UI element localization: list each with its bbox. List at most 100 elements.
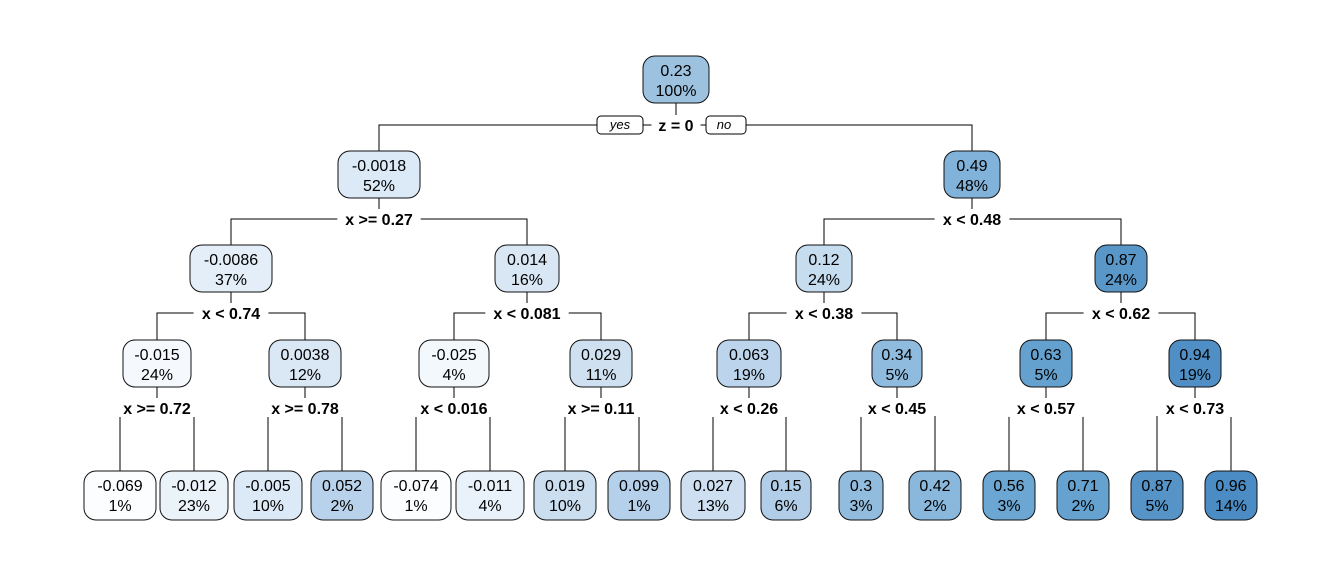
node-box (908, 470, 962, 521)
edge-branch (415, 416, 491, 471)
split-label-bg (337, 209, 421, 228)
split-label: z = 0 (658, 118, 693, 135)
node-percent: 2% (1071, 498, 1094, 515)
yes-label: yes (609, 117, 631, 132)
split-label-bg (651, 115, 701, 134)
node-percent: 48% (956, 178, 988, 195)
node-box (310, 470, 374, 521)
leaf-node: 0.099 1% (607, 470, 671, 521)
node-box (533, 470, 597, 521)
split-label-bg (485, 303, 569, 322)
split-label-bg (412, 398, 496, 417)
node-box (83, 470, 157, 521)
split-label: x >= 0.11 (568, 401, 635, 418)
node-box (189, 244, 273, 293)
node-value: 0.63 (1030, 347, 1061, 364)
tree-node: 0.345% (871, 339, 923, 388)
node-percent: 1% (404, 498, 427, 515)
node-box (838, 470, 884, 521)
node-box (233, 470, 303, 521)
edge-branch (1156, 416, 1232, 471)
tree-node: 0.0038 12% (268, 339, 342, 388)
leaf-node: 0.875% (1130, 470, 1184, 521)
tree-node: 0.94 19% (1168, 339, 1222, 388)
edge-branch (1008, 416, 1084, 471)
node-percent: 14% (1215, 498, 1247, 515)
leaf-node: -0.074 1% (380, 470, 452, 521)
split-label: x < 0.081 (493, 306, 560, 323)
node-box (943, 150, 1001, 199)
node-value: 0.94 (1179, 347, 1210, 364)
tree-node: 0.87 24% (1094, 244, 1148, 293)
node-percent: 52% (363, 178, 395, 195)
split-label: x >= 0.78 (271, 401, 339, 418)
node-box (795, 244, 853, 293)
node-value: 0.12 (808, 252, 839, 269)
leaf-node: 0.33% (838, 470, 884, 521)
split-label-bg (711, 398, 787, 417)
split-label-bg (1157, 398, 1233, 417)
node-value: 0.42 (919, 478, 950, 495)
node-box (159, 470, 229, 521)
split-label: x < 0.38 (795, 306, 853, 323)
node-value: -0.012 (171, 478, 216, 495)
node-box (642, 55, 710, 104)
split-label-bg (859, 398, 935, 417)
node-value: 0.71 (1067, 478, 1098, 495)
node-value: 0.87 (1141, 478, 1172, 495)
node-value: 0.23 (660, 63, 691, 80)
node-value: 0.34 (881, 347, 912, 364)
split-label: x < 0.26 (720, 401, 778, 418)
edge-branch (564, 416, 640, 471)
node-percent: 24% (1105, 272, 1137, 289)
node-percent: 6% (774, 498, 797, 515)
node-percent: 19% (1179, 367, 1211, 384)
split-label: x < 0.45 (868, 401, 926, 418)
split-label: x < 0.48 (943, 212, 1001, 229)
node-value: 0.56 (993, 478, 1024, 495)
split-label: x < 0.016 (420, 401, 487, 418)
node-value: 0.0038 (281, 347, 330, 364)
edge-branch (860, 416, 936, 471)
node-value: 0.87 (1105, 252, 1136, 269)
tree-nodes: 0.23100%-0.001852%0.4948%-0.008637%0.014… (83, 55, 1258, 521)
yes-tag (596, 115, 644, 135)
node-value: 0.15 (770, 478, 801, 495)
node-value: -0.069 (97, 478, 142, 495)
node-value: 0.96 (1215, 478, 1246, 495)
node-box (494, 244, 560, 293)
split-label-bg (934, 209, 1010, 228)
node-value: 0.063 (729, 347, 769, 364)
node-box (268, 339, 342, 388)
split-label-bg (786, 303, 862, 322)
node-percent: 4% (442, 367, 465, 384)
split-label-bg (1083, 303, 1159, 322)
node-percent: 100% (656, 83, 697, 100)
tree-node: 0.635% (1019, 339, 1073, 388)
node-box (1204, 470, 1258, 521)
node-percent: 37% (215, 272, 247, 289)
node-percent: 12% (289, 367, 321, 384)
edge-branch (712, 416, 787, 471)
node-percent: 10% (549, 498, 581, 515)
node-value: -0.074 (393, 478, 438, 495)
node-percent: 3% (997, 498, 1020, 515)
node-box (1168, 339, 1222, 388)
node-percent: 1% (627, 498, 650, 515)
split-label: x < 0.62 (1092, 306, 1150, 323)
node-box (1130, 470, 1184, 521)
node-box (1019, 339, 1073, 388)
node-value: 0.3 (850, 478, 872, 495)
node-box (680, 470, 746, 521)
node-value: 0.099 (619, 478, 659, 495)
node-value: -0.015 (134, 347, 179, 364)
split-label-bg (1008, 398, 1084, 417)
